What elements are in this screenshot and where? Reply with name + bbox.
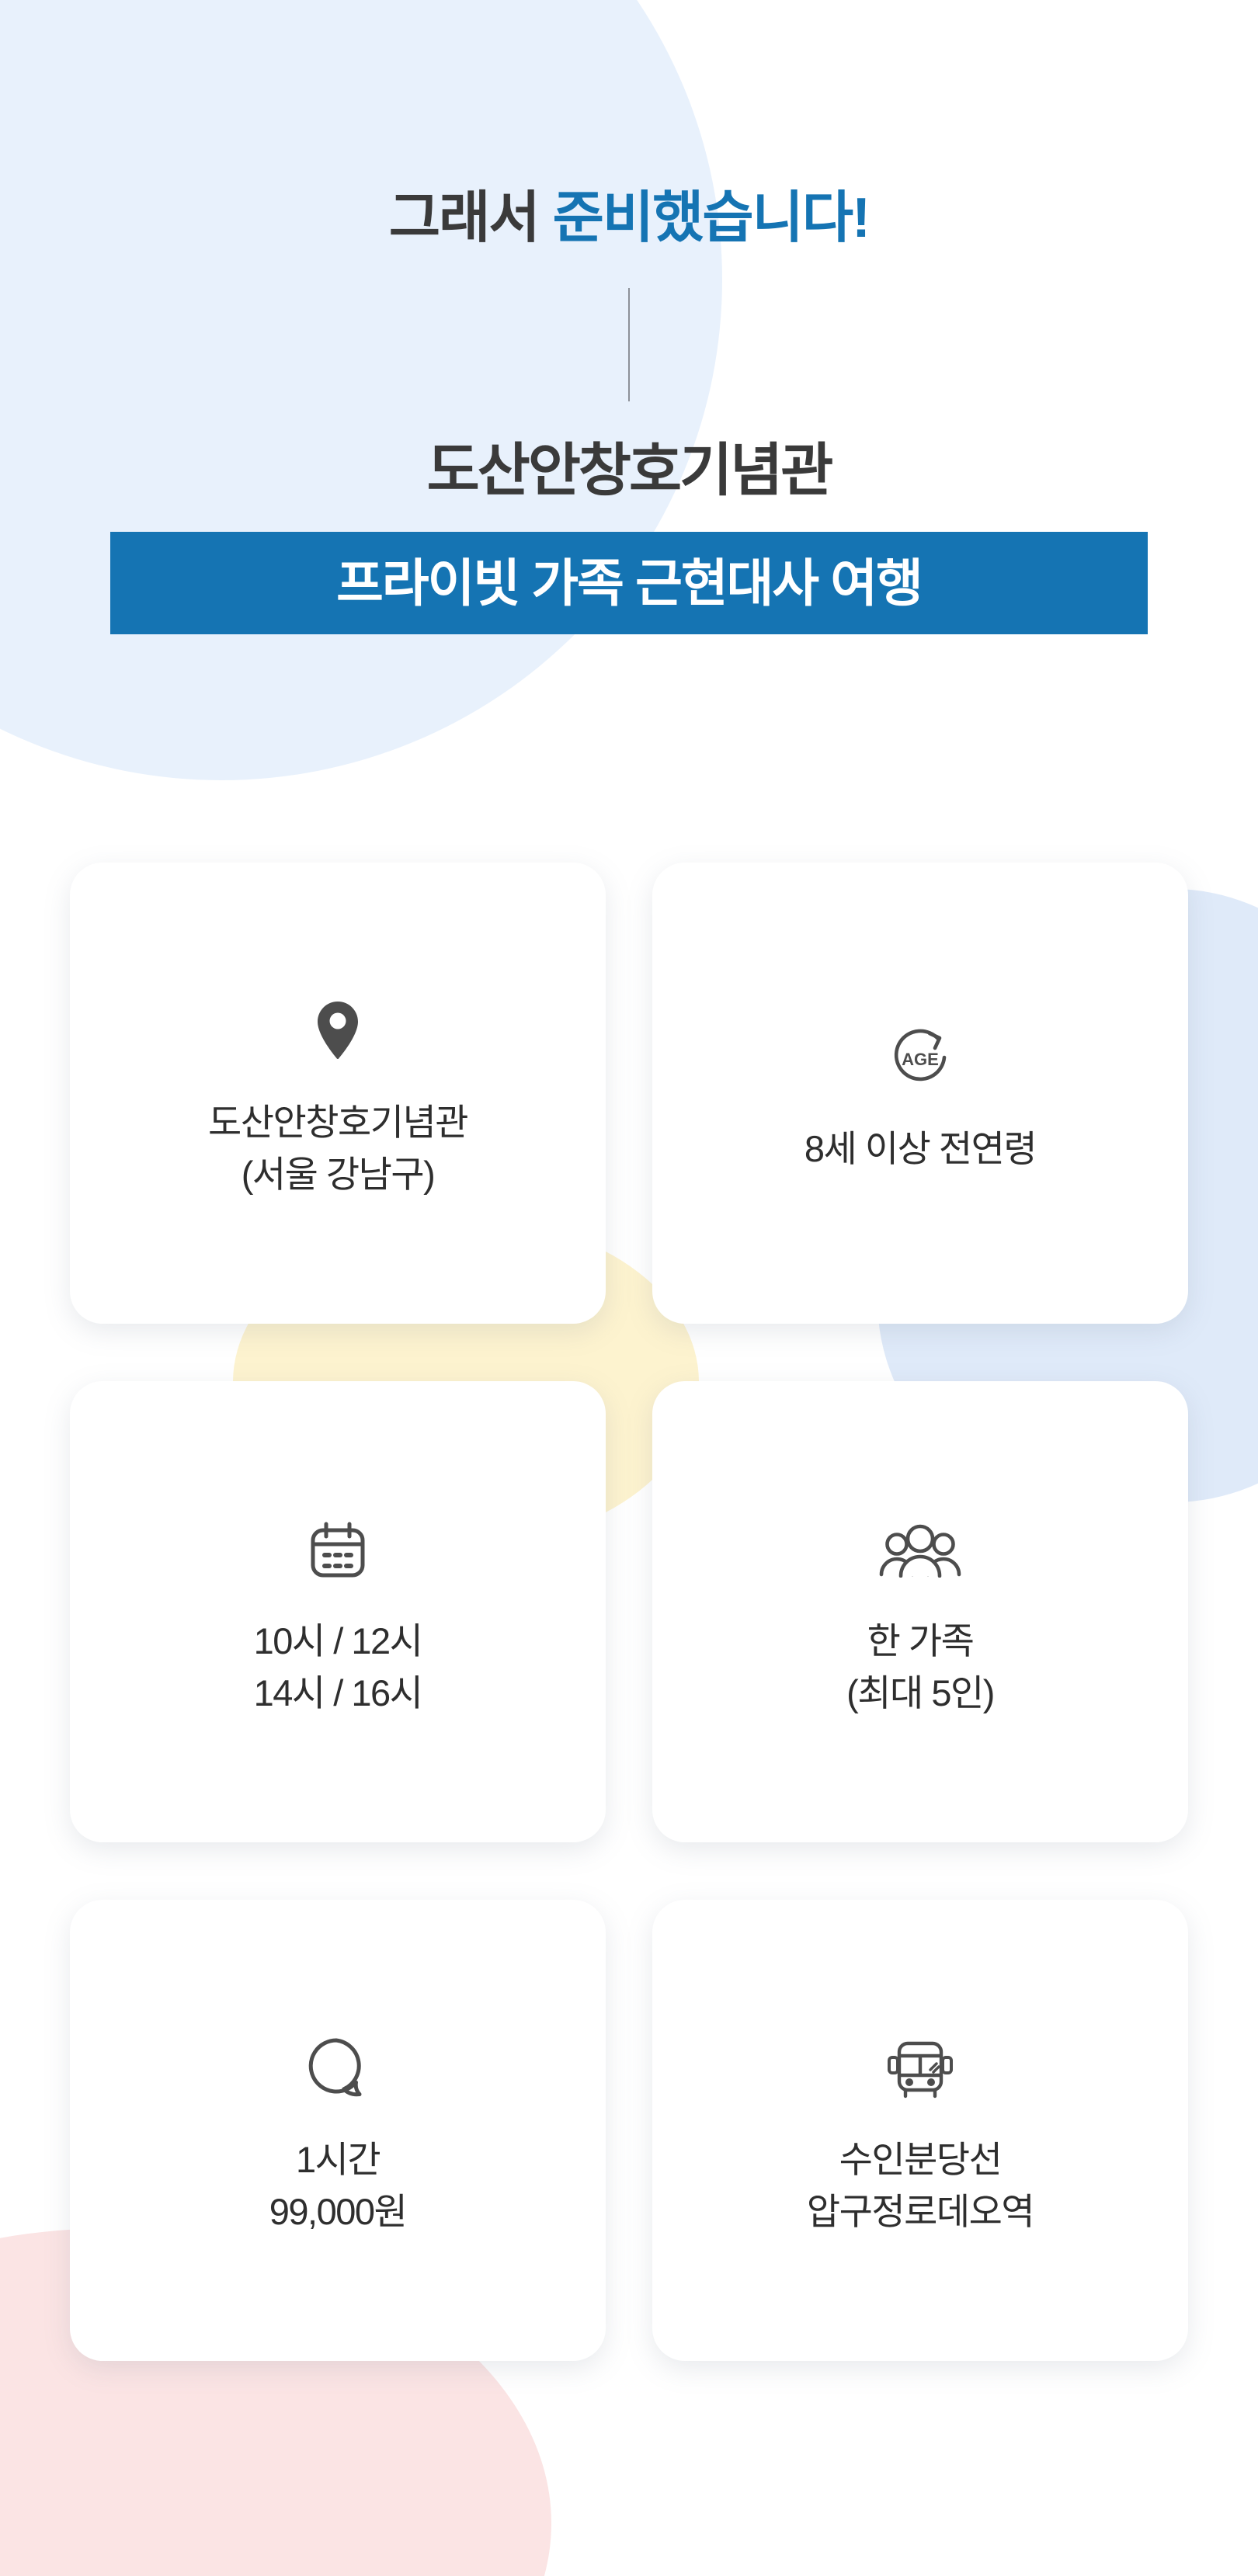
info-card-label: 수인분당선 압구정로데오역 — [806, 2139, 1035, 2232]
bus-icon — [882, 2022, 958, 2114]
info-card-duration-price[interactable]: 1시간 99,000원 — [70, 1900, 606, 2361]
info-card-label: 8세 이상 전연령 — [804, 1127, 1037, 1169]
info-card-transit[interactable]: 수인분당선 압구정로데오역 — [652, 1900, 1188, 2361]
info-card-label: 한 가족 (최대 5인) — [846, 1620, 995, 1713]
age-icon-text: AGE — [902, 1050, 939, 1069]
hero-headline: 그래서 준비했습니다! — [0, 0, 1258, 246]
info-card-schedule[interactable]: 10시 / 12시 14시 / 16시 — [70, 1381, 606, 1842]
info-card-group-size[interactable]: 한 가족 (최대 5인) — [652, 1381, 1188, 1842]
divider-wrapper — [0, 288, 1258, 401]
calendar-icon — [306, 1504, 370, 1595]
promo-page: 그래서 준비했습니다! 도산안창호기념관 프라이빗 가족 근현대사 여행 도산안… — [0, 0, 1258, 2361]
speech-bubble-icon — [307, 2022, 369, 2114]
info-card-label: 1시간 99,000원 — [269, 2139, 408, 2232]
info-card-label: 10시 / 12시 14시 / 16시 — [253, 1620, 423, 1713]
info-card-location[interactable]: 도산안창호기념관 (서울 강남구) — [70, 863, 606, 1324]
headline-text-accent: 준비했습니다! — [552, 187, 871, 249]
family-group-icon — [879, 1504, 961, 1595]
map-pin-icon — [314, 985, 361, 1077]
vertical-divider — [628, 288, 630, 401]
info-card-age[interactable]: AGE 8세 이상 전연령 — [652, 863, 1188, 1324]
highlight-banner: 프라이빗 가족 근현대사 여행 — [110, 532, 1148, 634]
page-title: 도산안창호기념관 — [426, 438, 834, 502]
age-icon: AGE — [887, 1012, 954, 1103]
banner-wrapper: 프라이빗 가족 근현대사 여행 — [0, 532, 1258, 634]
headline-text-dark: 그래서 — [388, 187, 553, 249]
info-card-label: 도산안창호기념관 (서울 강남구) — [208, 1102, 468, 1195]
info-card-grid: 도산안창호기념관 (서울 강남구) AGE 8세 이상 전연령 — [70, 863, 1188, 2361]
